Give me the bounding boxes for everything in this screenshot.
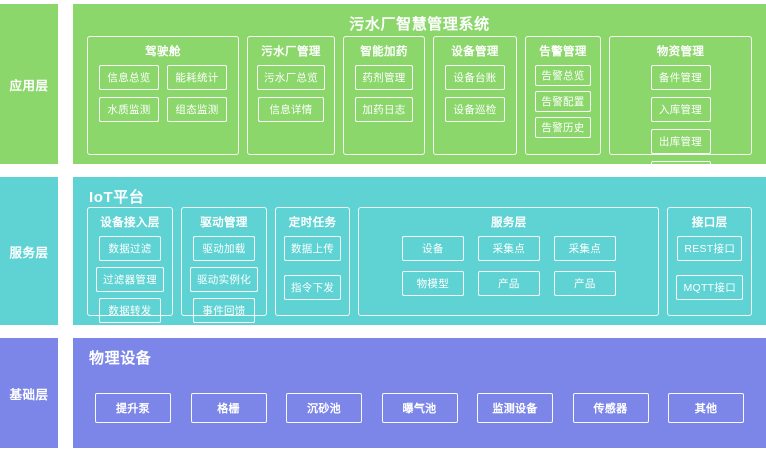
group-title-device-access-layer: 设备接入层: [100, 217, 160, 229]
group-title-driver-management: 驱动管理: [200, 217, 248, 229]
chip-filter-management[interactable]: 过滤器管理: [96, 267, 164, 292]
chip-lift-pump[interactable]: 提升泵: [95, 393, 171, 423]
layer-base: 基础层 物理设备 提升泵 格栅 沉砂池 曝气池 监测设备 传感器 其他: [0, 338, 766, 448]
chip-list-device-access-layer: 数据过滤 过滤器管理 数据转发: [96, 236, 164, 323]
chip-collection-point-2[interactable]: 采集点: [553, 236, 616, 261]
layer-label-base: 基础层: [0, 338, 58, 448]
group-title-plant-management: 污水厂管理: [261, 46, 321, 58]
chip-inbound[interactable]: 入库管理: [650, 97, 711, 122]
panel-title-application: 污水厂智慧管理系统: [349, 16, 490, 33]
chip-thing-model[interactable]: 物模型: [401, 271, 464, 296]
group-alarm-management[interactable]: 告警管理 告警总览 告警配置 告警历史: [525, 36, 601, 155]
group-container-application: 驾驶舱 信息总览 能耗统计 水质监测 组态监测 污水厂管理 污水厂总览 信息详情: [87, 36, 752, 186]
group-device-access-layer[interactable]: 设备接入层 数据过滤 过滤器管理 数据转发: [87, 207, 173, 323]
group-title-smart-dosing: 智能加药: [360, 46, 408, 58]
chip-list-material-management: 备件管理 入库管理 出库管理 库存管理: [618, 65, 743, 186]
layer-panel-service: IoT平台 设备接入层 数据过滤 过滤器管理 数据转发 驱动管理 驱动加载 驱动…: [73, 177, 766, 325]
chip-collection-point-1[interactable]: 采集点: [477, 236, 540, 261]
chip-plant-details[interactable]: 信息详情: [258, 97, 324, 122]
group-service-layer[interactable]: 服务层 设备 采集点 采集点 物模型 产品 产品: [358, 207, 660, 316]
group-cockpit[interactable]: 驾驶舱 信息总览 能耗统计 水质监测 组态监测: [87, 36, 239, 155]
layer-label-service: 服务层: [0, 177, 58, 325]
layer-application: 应用层 污水厂智慧管理系统 驾驶舱 信息总览 能耗统计 水质监测 组态监测 污水…: [0, 4, 766, 186]
group-interface-layer[interactable]: 接口层 REST接口 MQTT接口: [667, 207, 752, 316]
panel-title-service: IoT平台: [89, 189, 145, 206]
group-title-material-management: 物资管理: [656, 46, 705, 58]
chip-sensor[interactable]: 传感器: [572, 393, 649, 423]
chip-list-interface-layer: REST接口 MQTT接口: [676, 236, 743, 300]
chip-list-alarm-management: 告警总览 告警配置 告警历史: [534, 65, 592, 138]
chip-product-2[interactable]: 产品: [553, 271, 616, 296]
chip-list-scheduled-task: 数据上传 指令下发: [284, 236, 342, 300]
group-scheduled-task[interactable]: 定时任务 数据上传 指令下发: [275, 207, 351, 316]
chip-grille[interactable]: 格栅: [190, 393, 267, 423]
chip-info-overview[interactable]: 信息总览: [99, 65, 159, 90]
group-plant-management[interactable]: 污水厂管理 污水厂总览 信息详情: [247, 36, 335, 155]
chip-list-driver-management: 驱动加载 驱动实例化 事件回馈: [190, 236, 258, 323]
chip-grit-chamber[interactable]: 沉砂池: [286, 393, 362, 423]
group-driver-management[interactable]: 驱动管理 驱动加载 驱动实例化 事件回馈: [181, 207, 267, 323]
chip-list-cockpit: 信息总览 能耗统计 水质监测 组态监测: [96, 65, 230, 122]
chip-aeration-tank[interactable]: 曝气池: [381, 393, 458, 423]
chip-monitoring-device[interactable]: 监测设备: [477, 393, 553, 423]
chip-scada-monitor[interactable]: 组态监测: [167, 97, 227, 122]
chip-driver-loading[interactable]: 驱动加载: [193, 236, 255, 261]
chip-command-dispatch[interactable]: 指令下发: [284, 275, 342, 300]
group-container-service: 设备接入层 数据过滤 过滤器管理 数据转发 驱动管理 驱动加载 驱动实例化 事件…: [87, 207, 752, 323]
chip-list-physical-devices: 提升泵 格栅 沉砂池 曝气池 监测设备 传感器 其他: [95, 393, 744, 423]
chip-mqtt-interface[interactable]: MQTT接口: [676, 275, 743, 300]
group-material-management[interactable]: 物资管理 备件管理 入库管理 出库管理 库存管理: [609, 36, 752, 186]
chip-other[interactable]: 其他: [668, 393, 744, 423]
group-title-equipment-management: 设备管理: [451, 46, 499, 58]
chip-event-feedback[interactable]: 事件回馈: [193, 298, 255, 323]
panel-title-base: 物理设备: [89, 350, 152, 367]
chip-dosing-log[interactable]: 加药日志: [355, 97, 413, 122]
chip-spare-parts[interactable]: 备件管理: [650, 65, 711, 90]
group-title-cockpit: 驾驶舱: [145, 46, 181, 58]
chip-alarm-overview[interactable]: 告警总览: [535, 65, 591, 86]
layer-panel-base: 物理设备 提升泵 格栅 沉砂池 曝气池 监测设备 传感器 其他: [73, 338, 766, 448]
layer-label-application: 应用层: [0, 4, 58, 164]
group-container-base: 提升泵 格栅 沉砂池 曝气池 监测设备 传感器 其他: [95, 382, 744, 434]
chip-list-equipment-management: 设备台账 设备巡检: [442, 65, 508, 122]
group-equipment-management[interactable]: 设备管理 设备台账 设备巡检: [433, 36, 517, 155]
chip-rest-interface[interactable]: REST接口: [677, 236, 743, 261]
chip-water-quality[interactable]: 水质监测: [99, 97, 159, 122]
chip-alarm-config[interactable]: 告警配置: [535, 91, 591, 112]
chip-alarm-history[interactable]: 告警历史: [535, 117, 591, 138]
chip-driver-instantiation[interactable]: 驱动实例化: [190, 267, 258, 292]
chip-list-service-layer: 设备 采集点 采集点 物模型 产品 产品: [367, 236, 650, 296]
chip-data-upload[interactable]: 数据上传: [284, 236, 342, 261]
group-physical-devices: 提升泵 格栅 沉砂池 曝气池 监测设备 传感器 其他: [95, 382, 744, 434]
group-title-service-layer: 服务层: [490, 217, 527, 229]
chip-data-filter[interactable]: 数据过滤: [99, 236, 161, 261]
chip-list-smart-dosing: 药剂管理 加药日志: [352, 65, 416, 122]
group-smart-dosing[interactable]: 智能加药 药剂管理 加药日志: [343, 36, 425, 155]
group-title-alarm-management: 告警管理: [539, 46, 587, 58]
chip-device[interactable]: 设备: [401, 236, 464, 261]
chip-data-forwarding[interactable]: 数据转发: [99, 298, 161, 323]
chip-outbound[interactable]: 出库管理: [650, 129, 711, 154]
group-title-interface-layer: 接口层: [691, 217, 728, 229]
chip-list-plant-management: 污水厂总览 信息详情: [256, 65, 326, 122]
chip-energy-stats[interactable]: 能耗统计: [167, 65, 227, 90]
chip-equipment-ledger[interactable]: 设备台账: [445, 65, 505, 90]
layer-service: 服务层 IoT平台 设备接入层 数据过滤 过滤器管理 数据转发 驱动管理 驱动加…: [0, 177, 766, 325]
chip-plant-overview[interactable]: 污水厂总览: [257, 65, 325, 90]
chip-product-1[interactable]: 产品: [477, 271, 540, 296]
chip-equipment-inspection[interactable]: 设备巡检: [445, 97, 505, 122]
layer-panel-application: 污水厂智慧管理系统 驾驶舱 信息总览 能耗统计 水质监测 组态监测 污水厂管理 …: [73, 4, 766, 186]
group-title-scheduled-task: 定时任务: [288, 217, 337, 229]
chip-reagent-management[interactable]: 药剂管理: [355, 65, 413, 90]
